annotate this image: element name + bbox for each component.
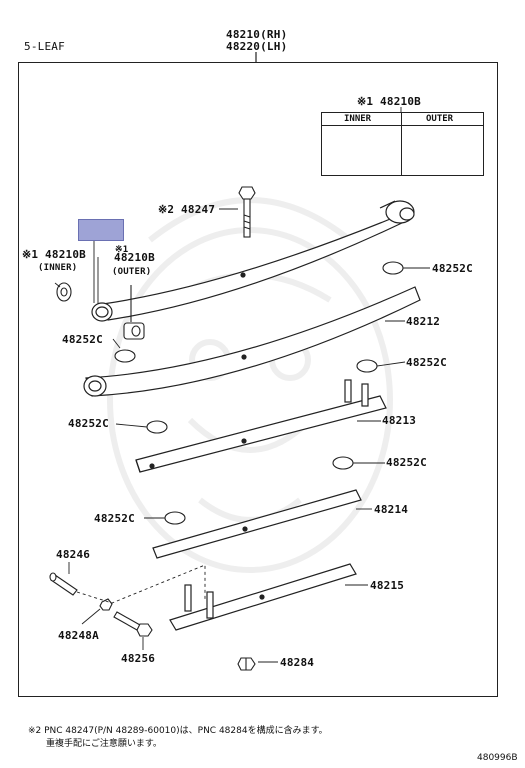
callout-48210b-inner-desc: (INNER): [38, 263, 78, 273]
callout-48210b-inner[interactable]: ※1 48210B: [22, 248, 86, 261]
nut-48284[interactable]: [237, 657, 256, 671]
footnote-line-1: ※2 PNC 48247(P/N 48289-60010)は、PNC 48284…: [28, 726, 328, 736]
pad-right-1[interactable]: [382, 261, 404, 275]
callout-48252c-r1[interactable]: 48252C: [432, 262, 473, 275]
callout-48213[interactable]: 48213: [382, 414, 417, 427]
bolt-48256[interactable]: [113, 611, 153, 637]
inset-title[interactable]: ※1 48210B: [357, 95, 421, 108]
callout-48212[interactable]: 48212: [406, 315, 441, 328]
callout-48210b-outer-desc: (OUTER): [112, 267, 152, 277]
bolt-48247[interactable]: [238, 186, 256, 238]
diagram-id: 480996B: [477, 753, 518, 763]
callout-48248a[interactable]: 48248A: [58, 629, 99, 642]
leaf-48214[interactable]: [152, 489, 362, 559]
callout-48246[interactable]: 48246: [56, 548, 91, 561]
callout-48252c-l3[interactable]: 48252C: [94, 512, 135, 525]
callout-48284[interactable]: 48284: [280, 656, 315, 669]
callout-48247[interactable]: ※2 48247: [158, 203, 216, 216]
callout-48252c-l2[interactable]: 48252C: [68, 417, 109, 430]
footnote-line-2: 重複手配にご注意願います。: [46, 739, 162, 749]
callout-48252c-r3[interactable]: 48252C: [386, 456, 427, 469]
callout-48215[interactable]: 48215: [370, 579, 405, 592]
leaf-48213[interactable]: [135, 379, 387, 473]
nut-48248a[interactable]: [99, 598, 113, 611]
diagram-frame: [18, 62, 498, 697]
callout-48252c-l1[interactable]: 48252C: [62, 333, 103, 346]
highlighted-part-marker[interactable]: [78, 219, 124, 241]
bushing-inner[interactable]: [56, 282, 72, 302]
assembly-part-rh[interactable]: 48210(RH): [226, 28, 288, 41]
leaf-48215[interactable]: [169, 563, 357, 631]
variant-label: 5-LEAF: [24, 40, 65, 53]
bushing-outer[interactable]: [123, 285, 145, 340]
pad-left-3[interactable]: [164, 511, 186, 525]
pad-right-3[interactable]: [332, 456, 354, 470]
inset-outer-label: OUTER: [426, 114, 454, 124]
center-bolt-48246[interactable]: [49, 572, 78, 596]
callout-48214[interactable]: 48214: [374, 503, 409, 516]
leaf-48212[interactable]: [83, 286, 421, 397]
assembly-part-lh[interactable]: 48220(LH): [226, 40, 288, 53]
inset-inner-label: INNER: [344, 114, 372, 124]
callout-48252c-r2[interactable]: 48252C: [406, 356, 447, 369]
pad-left-1[interactable]: [114, 349, 136, 363]
callout-48256[interactable]: 48256: [121, 652, 156, 665]
callout-48210b-outer-mark: ※1: [115, 245, 129, 255]
callout-48210b-outer[interactable]: 48210B: [114, 251, 155, 264]
pad-left-2[interactable]: [146, 420, 168, 434]
bushing-detail-inset: INNER OUTER: [321, 112, 484, 176]
main-leaf[interactable]: [91, 200, 415, 322]
pad-right-2[interactable]: [356, 359, 378, 373]
